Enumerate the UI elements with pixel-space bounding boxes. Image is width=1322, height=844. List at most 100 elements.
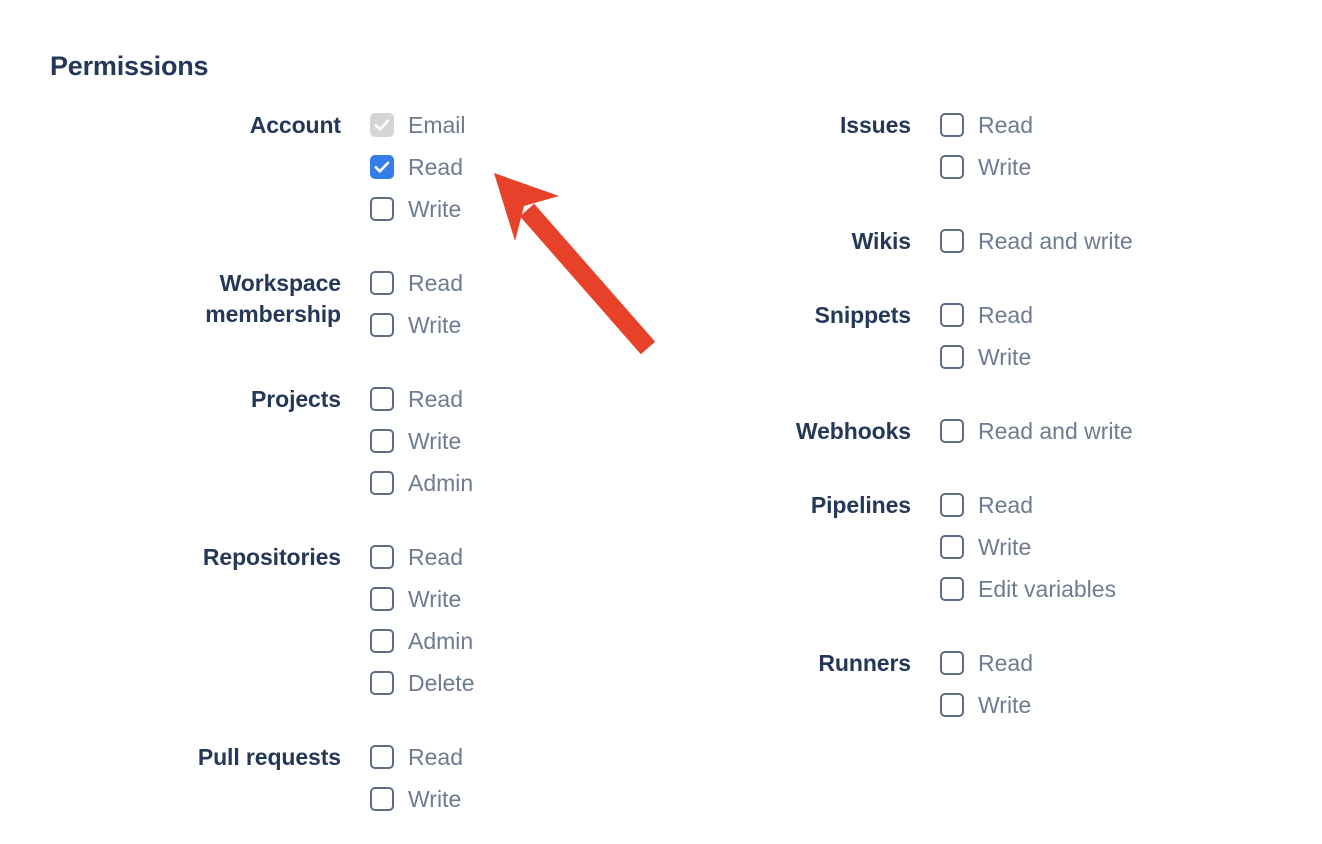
checkbox-projects-write[interactable] — [370, 429, 394, 453]
option-row-snippets-read[interactable]: Read — [940, 294, 1033, 336]
permission-group-webhooks: Webhooks Read and write — [660, 410, 1322, 452]
checkbox-runners-write[interactable] — [940, 693, 964, 717]
checkbox-workspace-membership-read[interactable] — [370, 271, 394, 295]
option-label-issues-read[interactable]: Read — [978, 112, 1033, 138]
checkbox-workspace-membership-write[interactable] — [370, 313, 394, 337]
group-label-webhooks: Webhooks — [795, 418, 911, 444]
checkbox-repositories-delete[interactable] — [370, 671, 394, 695]
option-label-repositories-write[interactable]: Write — [408, 586, 462, 612]
option-list-wikis: Read and write — [940, 220, 1133, 262]
group-label-runners: Runners — [818, 650, 911, 676]
option-row-pull-requests-write[interactable]: Write — [370, 778, 463, 820]
option-row-account-read[interactable]: Read — [370, 146, 466, 188]
option-label-account-email[interactable]: Email — [408, 112, 466, 138]
checkbox-snippets-write[interactable] — [940, 345, 964, 369]
option-label-snippets-read[interactable]: Read — [978, 302, 1033, 328]
option-row-runners-write[interactable]: Write — [940, 684, 1033, 726]
option-label-runners-read[interactable]: Read — [978, 650, 1033, 676]
checkbox-account-email — [370, 113, 394, 137]
option-row-repositories-write[interactable]: Write — [370, 578, 474, 620]
option-row-projects-write[interactable]: Write — [370, 420, 473, 462]
group-label-account: Account — [249, 112, 341, 138]
option-row-pull-requests-read[interactable]: Read — [370, 736, 463, 778]
option-label-projects-admin[interactable]: Admin — [408, 470, 474, 496]
option-label-issues-write[interactable]: Write — [978, 154, 1032, 180]
checkbox-repositories-read[interactable] — [370, 545, 394, 569]
option-row-account-email[interactable]: Email — [370, 104, 466, 146]
option-row-webhooks-read-and-write[interactable]: Read and write — [940, 410, 1133, 452]
option-label-pipelines-read[interactable]: Read — [978, 492, 1033, 518]
option-label-repositories-admin[interactable]: Admin — [408, 628, 474, 654]
option-row-projects-admin[interactable]: Admin — [370, 462, 473, 504]
option-row-account-write[interactable]: Write — [370, 188, 466, 230]
option-label-projects-write[interactable]: Write — [408, 428, 462, 454]
option-row-repositories-delete[interactable]: Delete — [370, 662, 474, 704]
checkbox-webhooks-read-and-write[interactable] — [940, 419, 964, 443]
checkbox-issues-write[interactable] — [940, 155, 964, 179]
option-row-issues-write[interactable]: Write — [940, 146, 1033, 188]
checkbox-runners-read[interactable] — [940, 651, 964, 675]
option-label-runners-write[interactable]: Write — [978, 692, 1032, 718]
option-row-snippets-write[interactable]: Write — [940, 336, 1033, 378]
option-row-wikis-read-and-write[interactable]: Read and write — [940, 220, 1133, 262]
option-label-webhooks-read-and-write[interactable]: Read and write — [978, 418, 1133, 444]
checkbox-pipelines-read[interactable] — [940, 493, 964, 517]
checkbox-snippets-read[interactable] — [940, 303, 964, 327]
option-row-pipelines-read[interactable]: Read — [940, 484, 1116, 526]
checkbox-projects-admin[interactable] — [370, 471, 394, 495]
option-label-wikis-read-and-write[interactable]: Read and write — [978, 228, 1133, 254]
option-row-issues-read[interactable]: Read — [940, 104, 1033, 146]
option-row-pipelines-edit-variables[interactable]: Edit variables — [940, 568, 1116, 610]
checkbox-pipelines-edit-variables[interactable] — [940, 577, 964, 601]
option-label-account-write[interactable]: Write — [408, 196, 462, 222]
group-label-pipelines: Pipelines — [810, 492, 911, 518]
option-label-repositories-read[interactable]: Read — [408, 544, 463, 570]
option-row-projects-read[interactable]: Read — [370, 378, 473, 420]
option-row-workspace-membership-write[interactable]: Write — [370, 304, 463, 346]
option-label-workspace-membership-write[interactable]: Write — [408, 312, 462, 338]
group-label-workspace-membership: Workspace membership — [205, 270, 341, 327]
page-title: Permissions — [50, 51, 209, 81]
option-label-pipelines-edit-variables[interactable]: Edit variables — [978, 576, 1117, 602]
checkbox-projects-read[interactable] — [370, 387, 394, 411]
option-label-account-read[interactable]: Read — [408, 154, 463, 180]
checkbox-account-write[interactable] — [370, 197, 394, 221]
option-label-workspace-membership-read[interactable]: Read — [408, 270, 463, 296]
checkbox-repositories-write[interactable] — [370, 587, 394, 611]
option-label-repositories-delete[interactable]: Delete — [408, 670, 475, 696]
option-label-pipelines-write[interactable]: Write — [978, 534, 1032, 560]
group-label-repositories: Repositories — [202, 544, 341, 570]
option-row-repositories-admin[interactable]: Admin — [370, 620, 474, 662]
option-label-snippets-write[interactable]: Write — [978, 344, 1032, 370]
group-label-issues: Issues — [839, 112, 911, 138]
option-row-runners-read[interactable]: Read — [940, 642, 1033, 684]
checkbox-issues-read[interactable] — [940, 113, 964, 137]
checkbox-pull-requests-read[interactable] — [370, 745, 394, 769]
checkbox-wikis-read-and-write[interactable] — [940, 229, 964, 253]
option-label-pull-requests-read[interactable]: Read — [408, 744, 463, 770]
checkbox-pipelines-write[interactable] — [940, 535, 964, 559]
checkbox-repositories-admin[interactable] — [370, 629, 394, 653]
checkbox-pull-requests-write[interactable] — [370, 787, 394, 811]
option-row-repositories-read[interactable]: Read — [370, 536, 474, 578]
option-row-pipelines-write[interactable]: Write — [940, 526, 1116, 568]
option-label-projects-read[interactable]: Read — [408, 386, 463, 412]
option-label-pull-requests-write[interactable]: Write — [408, 786, 462, 812]
option-row-workspace-membership-read[interactable]: Read — [370, 262, 463, 304]
checkbox-account-read[interactable] — [370, 155, 394, 179]
